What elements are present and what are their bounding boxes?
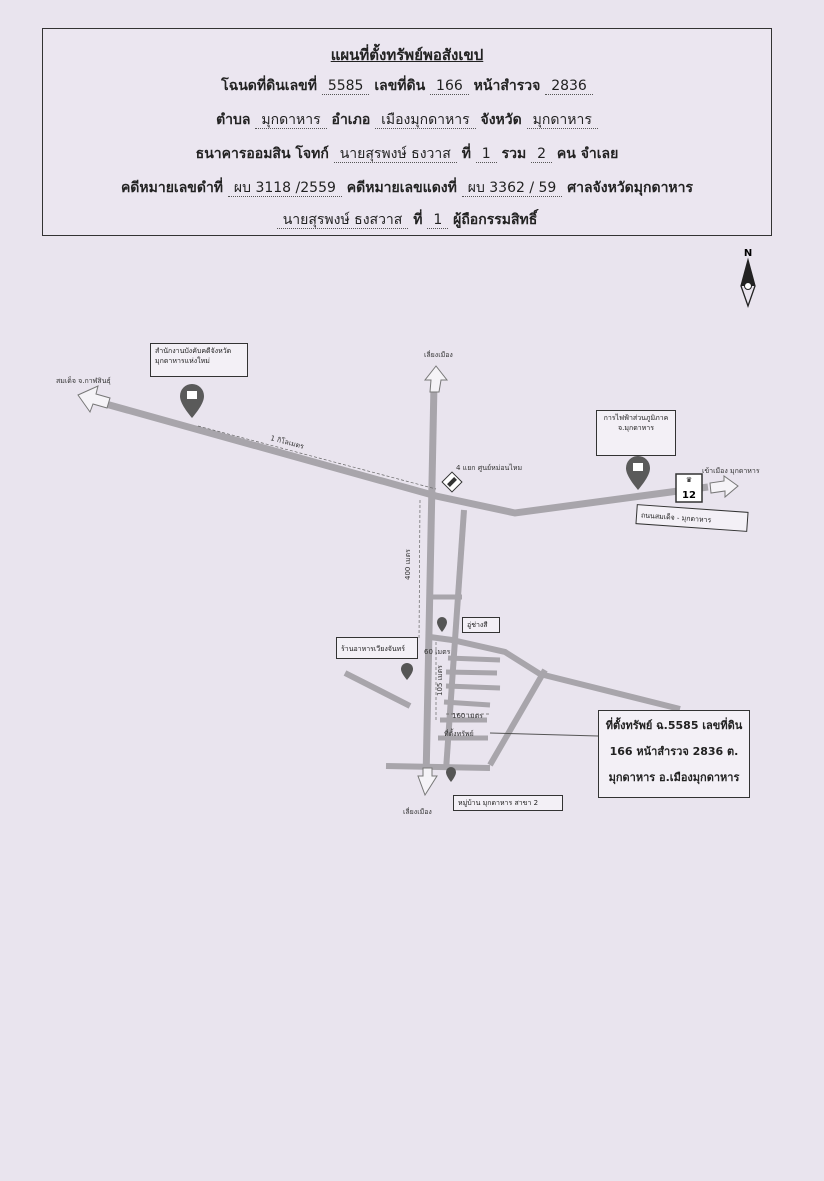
right-road-label: เข้าเมือง มุกดาหาร [702, 467, 760, 475]
total-label: รวม [501, 146, 527, 162]
header-box: แผนที่ตั้งทรัพย์พอสังเขป โฉนดที่ดินเลขที… [42, 28, 772, 236]
court: ศาลจังหวัดมุกดาหาร [567, 180, 694, 196]
distance-60m: 60 เมตร [424, 648, 451, 656]
route-number: 12 [682, 490, 696, 501]
svg-text:♛: ♛ [686, 476, 692, 484]
total: 2 [531, 146, 552, 163]
owner-line: นายสุรพงษ์ ธงสวาส ที่ 1 ผู้ถือกรรมสิทธิ์ [43, 209, 771, 231]
black-case: ผบ 3118 /2559 [227, 180, 342, 197]
route-12-shield-icon: ♛ 12 [675, 473, 703, 503]
north-arrow-icon: N [740, 248, 756, 308]
owner-no-label: ที่ [413, 212, 423, 228]
north-road-label: เลี่ยงเมือง [424, 350, 453, 359]
village-marker-icon [446, 767, 456, 782]
province-label: จังหวัด [480, 112, 522, 128]
east-arrow-icon [709, 475, 739, 499]
poi-garage: อู่ช่างสี [462, 617, 500, 633]
deed-label: โฉนดที่ดินเลขที่ [221, 78, 317, 94]
defendant-no: 1 [475, 146, 497, 163]
amphoe-label: อำเภอ [331, 112, 371, 128]
north-label: N [744, 248, 752, 259]
amphoe: เมืองมุกดาหาร [375, 112, 476, 129]
defendant: นายสุรพงษ์ ธงวาส [333, 146, 457, 163]
poi-court-office: สำนักงานบังคับคดีจังหวัด มุกดาหารแห่งใหม… [150, 343, 248, 377]
red-case: ผบ 3362 / 59 [461, 180, 563, 197]
south-arrow-road-icon [417, 767, 438, 797]
survey-no: 2836 [545, 78, 593, 95]
persons-label: คน [556, 146, 576, 162]
black-case-label: คดีหมายเลขดำที่ [120, 180, 224, 196]
deed-no: 5585 [321, 78, 370, 95]
deed-line: โฉนดที่ดินเลขที่ 5585 เลขที่ดิน 166 หน้า… [43, 75, 771, 97]
red-case-label: คดีหมายเลขแดงที่ [346, 180, 457, 196]
poi-electric: การไฟฟ้าส่วนภูมิภาค จ.มุกดาหาร [596, 410, 676, 456]
electric-office-marker-icon [626, 456, 650, 490]
road-arrows [77, 365, 739, 797]
main-road [94, 397, 709, 517]
traffic-light-icon [441, 471, 463, 493]
land-no: 166 [430, 78, 469, 95]
owner-role: ผู้ถือกรรมสิทธิ์ [453, 212, 538, 228]
left-road-label: สมเด็จ จ.กาฬสินธุ์ [56, 376, 111, 385]
distance-400m: 400 เมตร [404, 549, 412, 580]
location-line: ตำบล มุกดาหาร อำเภอ เมืองมุกดาหาร จังหวั… [43, 109, 771, 131]
property-marker-label: ที่ตั้งทรัพย์ [444, 727, 474, 738]
land-no-label: เลขที่ดิน [374, 78, 426, 94]
defendant-role: จำเลย [580, 146, 619, 162]
south-road-label: เลี่ยงเมือง [403, 807, 432, 816]
defendant-no-label: ที่ [461, 146, 471, 162]
province: มุกดาหาร [526, 112, 598, 129]
bypass-road [422, 383, 438, 781]
property-location-box: ที่ตั้งทรัพย์ ฉ.5585 เลขที่ดิน 166 หน้าส… [598, 710, 750, 798]
distance-105m: 105 เมตร [436, 665, 444, 696]
shop-marker-icon [401, 663, 413, 680]
plaintiff-label: ธนาคารออมสิน โจทก์ [195, 146, 329, 162]
page-title: แผนที่ตั้งทรัพย์พอสังเขป [330, 46, 484, 64]
tambon: มุกดาหาร [255, 112, 327, 129]
intersection-label: 4 แยก ศูนย์หม่อนไหม [456, 463, 522, 472]
poi-village: หมู่บ้าน มุกดาหาร สาขา 2 [453, 795, 563, 811]
poi-shop: ร้านอาหารเวียงจันทร์ [336, 637, 418, 659]
garage-marker-icon [437, 617, 447, 632]
case-line: คดีหมายเลขดำที่ ผบ 3118 /2559 คดีหมายเลข… [43, 177, 771, 199]
owner: นายสุรพงษ์ ธงสวาส [276, 212, 409, 229]
owner-no: 1 [427, 212, 449, 229]
west-arrow-icon [77, 385, 111, 414]
distance-160m: 160 เมตร [452, 712, 483, 720]
tambon-label: ตำบล [216, 112, 251, 128]
north-arrow-road-icon [423, 365, 449, 393]
parties-line: ธนาคารออมสิน โจทก์ นายสุรพงษ์ ธงวาส ที่ … [43, 143, 771, 165]
survey-label: หน้าสำรวจ [473, 78, 541, 94]
road-network [94, 383, 709, 781]
court-office-marker-icon [180, 384, 204, 418]
